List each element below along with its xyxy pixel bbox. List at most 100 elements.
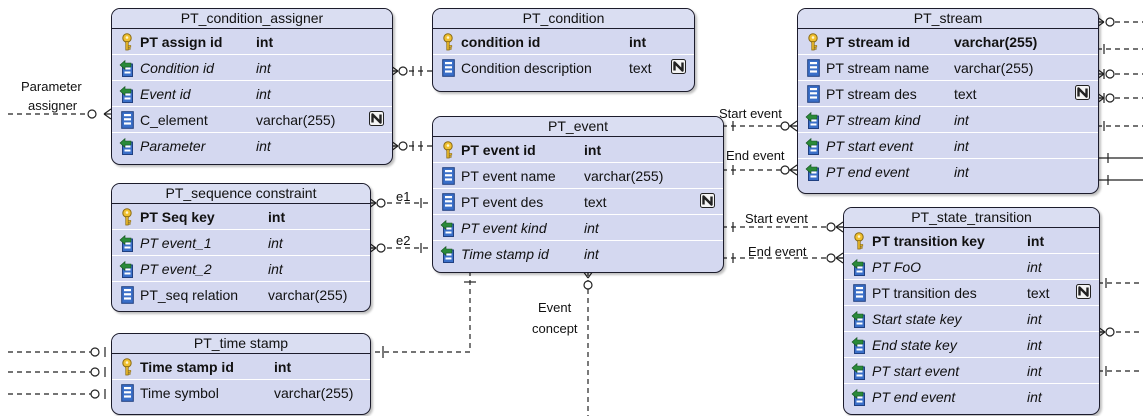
column-row[interactable]: PT FoO int: [844, 254, 1099, 280]
primary-key-icon: [440, 140, 456, 159]
column-name: PT stream id: [826, 33, 911, 50]
foreign-key-icon: [119, 234, 135, 252]
column-type: int: [1027, 258, 1042, 275]
connector-tick: [789, 120, 798, 127]
primary-key-icon: [440, 32, 456, 51]
column-name: PT FoO: [872, 258, 922, 275]
column-icon: [805, 84, 821, 103]
table-title: PT_sequence constraint: [112, 184, 370, 204]
foreign-key-icon: [805, 163, 821, 181]
column-type: varchar(255): [954, 59, 1034, 76]
column-row[interactable]: PT_seq relation varchar(255): [112, 282, 370, 307]
column-type: int: [1027, 232, 1045, 249]
connector-tick: [835, 257, 844, 264]
optional-circle: [1105, 327, 1115, 337]
primary-key-icon: [119, 357, 135, 376]
nullable-n-icon: [671, 59, 686, 74]
foreign-key-icon: [851, 310, 867, 328]
column-type: int: [268, 208, 286, 225]
foreign-key-icon: [119, 85, 135, 103]
foreign-key-icon: [851, 362, 867, 380]
column-row[interactable]: PT start event int: [844, 358, 1099, 384]
primary-key-icon: [851, 231, 867, 250]
optional-circle: [376, 243, 386, 253]
column-icon: [119, 110, 135, 129]
foreign-key-icon: [440, 245, 456, 263]
table-title: PT_time stamp: [112, 334, 370, 354]
column-type: int: [256, 59, 271, 76]
nullable-n-icon: [369, 111, 384, 126]
primary-key-icon: [119, 32, 135, 51]
column-type: text: [954, 85, 977, 102]
connector-tick: [835, 226, 844, 233]
foreign-key-icon: [119, 59, 135, 77]
column-type: int: [256, 137, 271, 154]
column-name: PT start event: [872, 362, 960, 379]
column-type: text: [1027, 284, 1050, 301]
column-row[interactable]: PT assign id int: [112, 29, 392, 55]
connector-tick: [103, 113, 112, 120]
column-name: PT_seq relation: [140, 286, 239, 303]
column-type: int: [256, 85, 271, 102]
column-name: PT stream kind: [826, 111, 921, 128]
column-icon: [440, 58, 456, 77]
column-type: varchar(255): [268, 286, 348, 303]
column-type: int: [1027, 362, 1042, 379]
connector-tick: [103, 108, 112, 115]
connector-tick: [789, 164, 798, 171]
column-icon: [119, 383, 135, 402]
column-icon: [440, 166, 456, 185]
optional-circle: [90, 367, 100, 377]
foreign-key-icon: [851, 336, 867, 354]
column-type: int: [584, 141, 602, 158]
column-name: PT event des: [461, 193, 544, 210]
column-name: PT event_2: [140, 260, 212, 277]
column-name: PT stream name: [826, 59, 930, 76]
label-event: Event: [538, 300, 572, 315]
column-row[interactable]: PT stream name varchar(255): [798, 55, 1098, 81]
primary-key-icon: [119, 207, 135, 226]
nullable-n-icon: [1076, 284, 1091, 299]
foreign-key-icon: [851, 388, 867, 406]
optional-circle: [826, 222, 836, 232]
column-name: PT assign id: [140, 33, 223, 50]
column-type: int: [256, 33, 274, 50]
connector-tick: [835, 221, 844, 228]
connector-tick: [789, 125, 798, 132]
label-end-event-transition: End event: [748, 244, 807, 259]
optional-circle: [1105, 69, 1115, 79]
